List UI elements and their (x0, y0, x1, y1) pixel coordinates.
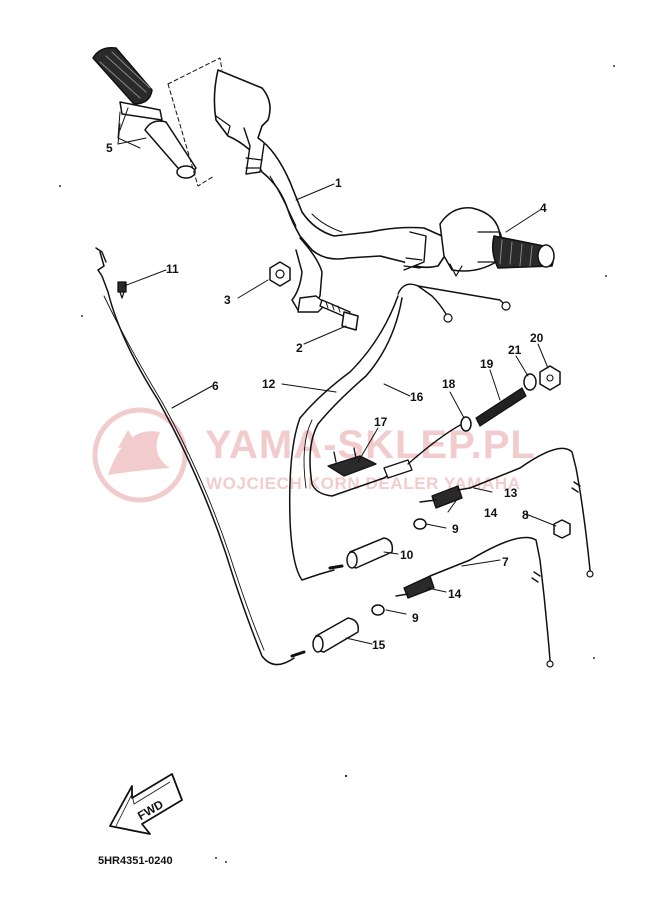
part-16-cable (303, 297, 403, 497)
callout-9-lower: 9 (412, 611, 419, 625)
center-cable-adjuster (383, 423, 463, 479)
part-13-cable (469, 447, 594, 578)
part-20-nut (539, 365, 561, 391)
part-8-nut (553, 519, 571, 539)
part-2-bolt (319, 299, 359, 331)
callout-20: 20 (530, 331, 544, 345)
callout-14-upper: 14 (484, 506, 498, 520)
part-18-washer (460, 416, 472, 432)
callout-1: 1 (335, 176, 342, 190)
part-6-cable (95, 247, 306, 666)
watermark-tagline: WOJCIECH KORN DEALER YAMAHA (206, 474, 521, 493)
print-specks (59, 65, 615, 863)
part-14-adjuster-upper (419, 485, 471, 509)
callout-17: 17 (374, 415, 388, 429)
callout-5: 5 (106, 141, 113, 155)
part-15-tube (312, 617, 360, 653)
callout-9-upper: 9 (452, 522, 459, 536)
part-10-tube (346, 537, 394, 569)
part-11-screw (117, 281, 127, 299)
part-4-right-grip (439, 207, 555, 277)
callout-14-lower: 14 (448, 587, 462, 601)
part-1-handlebar (213, 69, 447, 313)
part-3-nut (269, 261, 291, 287)
part-5-left-grip (92, 46, 197, 179)
fwd-arrow: FWD (109, 773, 183, 835)
callout-13: 13 (504, 486, 518, 500)
part-17-bracket (327, 447, 377, 477)
part-12-cable (288, 295, 399, 581)
callout-11: 11 (166, 262, 179, 276)
callout-21: 21 (508, 343, 522, 357)
leader-lines (117, 123, 557, 645)
callout-6: 6 (212, 379, 219, 393)
callout-10: 10 (400, 548, 414, 562)
part-7-cable (429, 536, 554, 668)
callout-16: 16 (410, 390, 424, 404)
part-19-spring (475, 387, 527, 427)
diagram-code: 5HR4351-0240 (98, 855, 173, 867)
callout-2: 2 (296, 341, 303, 355)
callout-8: 8 (522, 508, 529, 522)
callout-12: 12 (262, 377, 276, 391)
callout-4: 4 (540, 201, 547, 215)
grip-bracket-outline (167, 57, 223, 187)
callout-labels: 1 2 3 4 5 6 7 8 9 9 10 11 12 13 14 14 15… (106, 141, 547, 652)
cable-junction (397, 283, 511, 323)
part-9-cap-upper (413, 518, 427, 530)
callout-15: 15 (372, 638, 386, 652)
part-9-cap-lower (371, 604, 385, 616)
callout-7: 7 (502, 555, 509, 569)
part-14-adjuster-lower (395, 575, 435, 599)
callout-18: 18 (442, 377, 456, 391)
watermark-brand: YAMA-SKLEP.PL (205, 423, 536, 467)
watermark: YAMA-SKLEP.PL WOJCIECH KORN DEALER YAMAH… (92, 407, 536, 503)
callout-3: 3 (224, 293, 231, 307)
callout-19: 19 (480, 357, 494, 371)
watermark-logo-icon (92, 407, 188, 503)
fwd-arrow-icon (109, 773, 183, 835)
part-21-collar (523, 373, 537, 391)
